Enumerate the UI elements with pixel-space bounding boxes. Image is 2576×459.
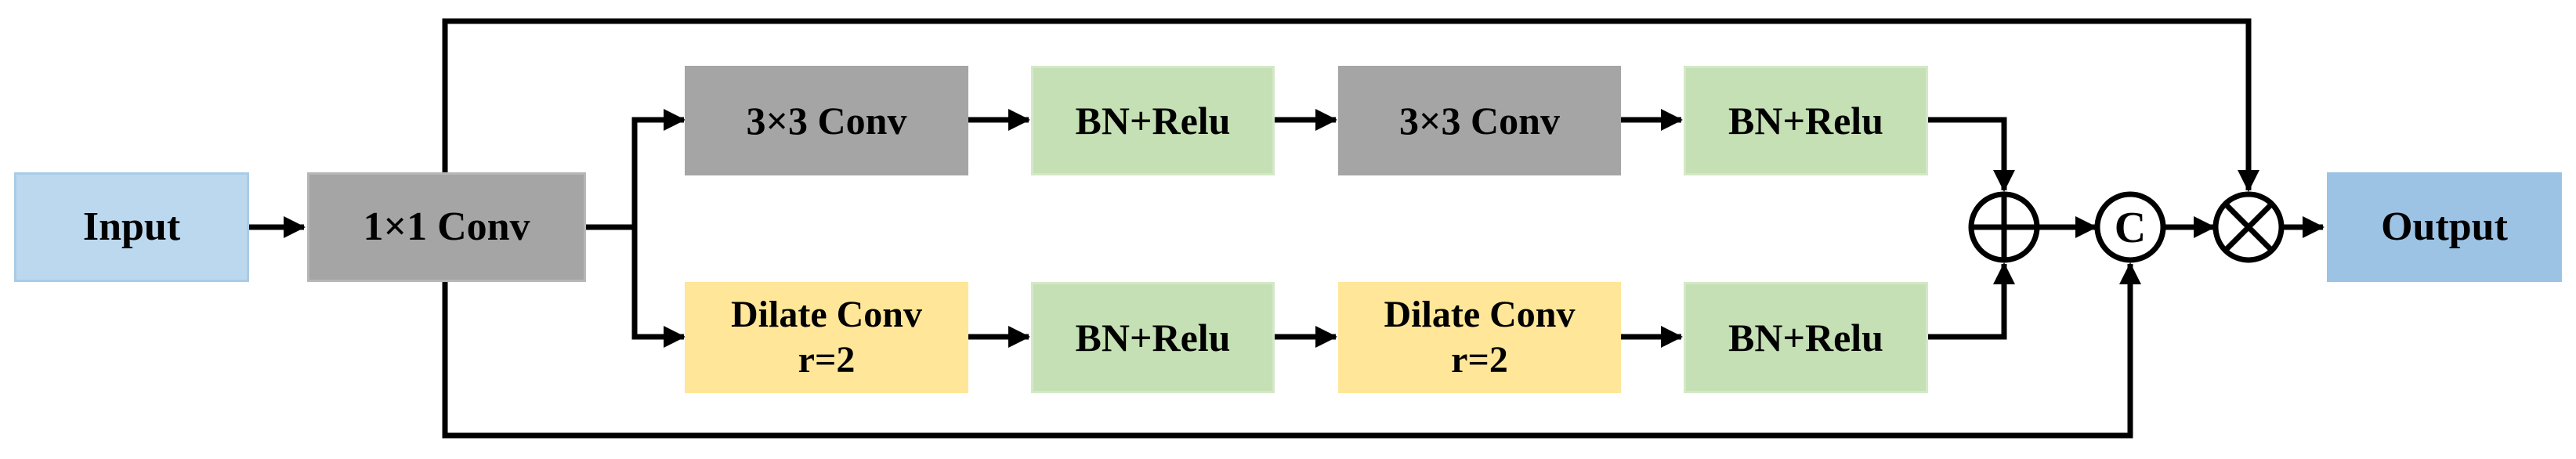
dilate-conv-a-label: Dilate Conv — [731, 294, 922, 336]
conv3x3-b-block: 3×3 Conv — [1338, 66, 1621, 175]
arrow-top-bn-b-to-add — [1928, 117, 2015, 192]
input-label: Input — [82, 204, 181, 249]
skip-connection-bottom — [442, 262, 2141, 439]
output-block: Output — [2327, 172, 2562, 282]
concat-operator-icon: C — [2094, 191, 2166, 263]
skip-connection-top — [442, 18, 2259, 192]
output-label: Output — [2381, 204, 2508, 249]
conv3x3-a-label: 3×3 Conv — [746, 99, 907, 143]
conv3x3-b-label: 3×3 Conv — [1399, 99, 1560, 143]
bn-relu-a-label: BN+Relu — [1075, 99, 1231, 143]
arrow-conv1x1-to-branch-bottom — [631, 227, 686, 348]
arrow-conv1x1-to-branch-top — [586, 109, 686, 230]
conv1x1-block: 1×1 Conv — [307, 172, 586, 282]
dilate-conv-b-block: Dilate Conv r=2 — [1338, 282, 1621, 393]
dilate-conv-b-rate: r=2 — [1451, 339, 1508, 381]
bn-relu-c-block: BN+Relu — [1031, 282, 1275, 393]
dilate-conv-b-label: Dilate Conv — [1384, 294, 1576, 336]
bn-relu-a-block: BN+Relu — [1031, 66, 1275, 175]
arrow-bottom-bn-d-to-add — [1928, 262, 2015, 340]
bn-relu-c-label: BN+Relu — [1075, 316, 1231, 360]
multiply-operator-icon — [2212, 191, 2285, 263]
add-operator-icon — [1968, 191, 2040, 263]
concat-operator-label: C — [2115, 204, 2146, 252]
dilate-conv-a-rate: r=2 — [798, 339, 856, 381]
bn-relu-b-block: BN+Relu — [1684, 66, 1928, 175]
input-block: Input — [14, 172, 249, 282]
bn-relu-d-block: BN+Relu — [1684, 282, 1928, 393]
bn-relu-b-label: BN+Relu — [1728, 99, 1883, 143]
conv3x3-a-block: 3×3 Conv — [685, 66, 968, 175]
conv1x1-label: 1×1 Conv — [363, 204, 530, 249]
dilate-conv-a-block: Dilate Conv r=2 — [685, 282, 968, 393]
bn-relu-d-label: BN+Relu — [1728, 316, 1883, 360]
